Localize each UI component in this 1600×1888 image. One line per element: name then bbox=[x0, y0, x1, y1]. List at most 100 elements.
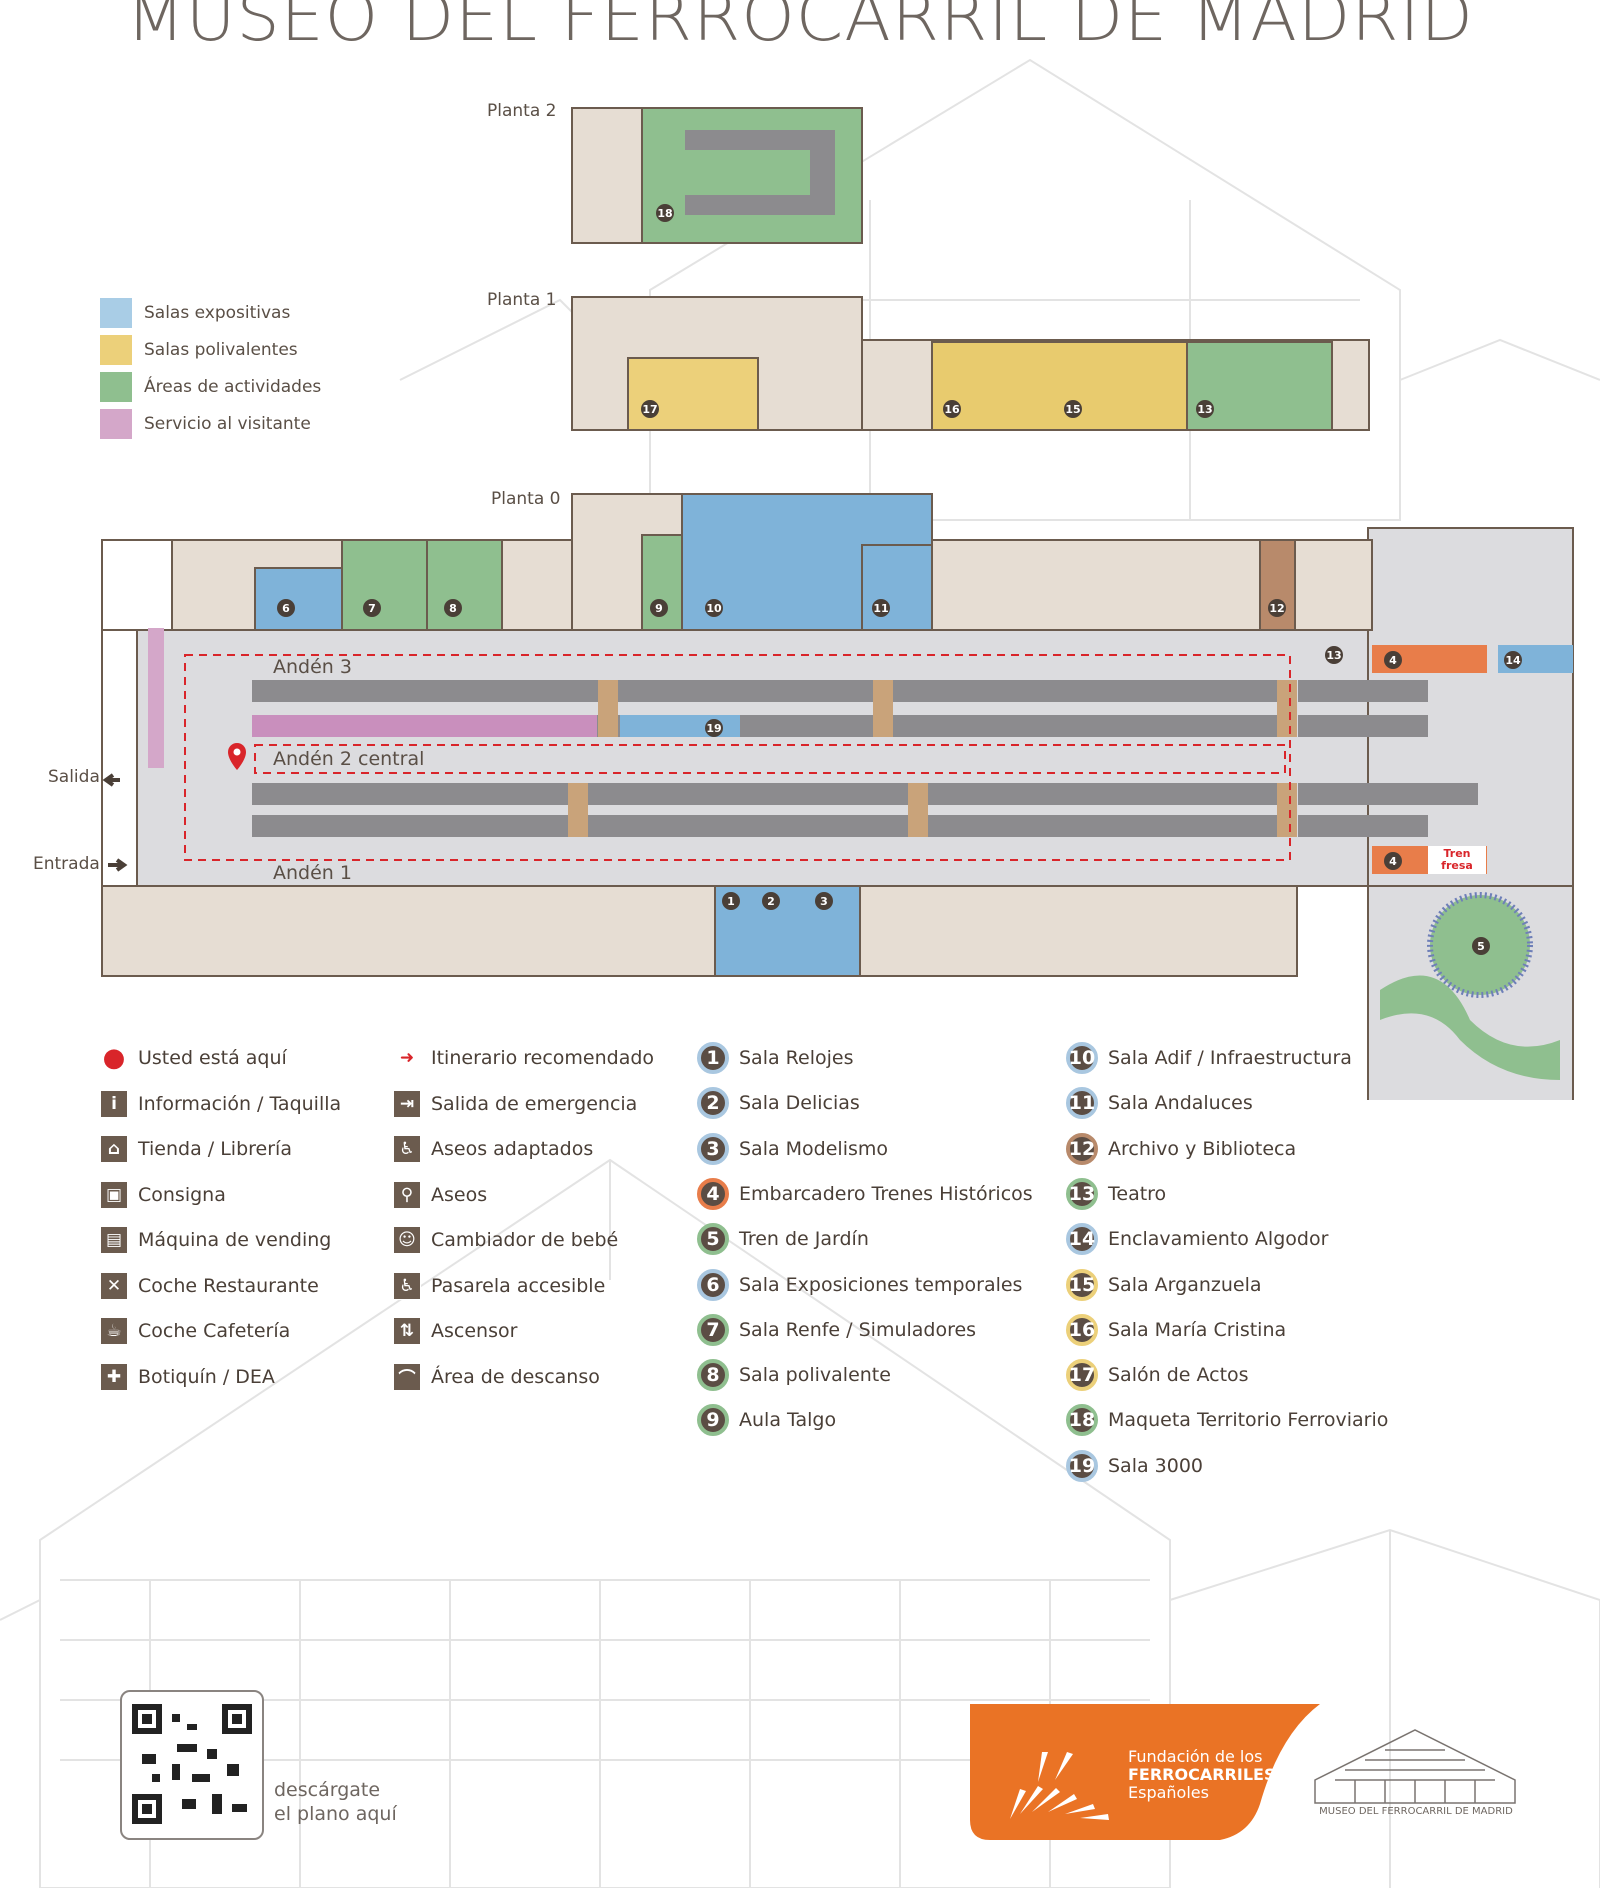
map-room-badge-1[interactable]: 1 bbox=[722, 892, 740, 910]
qr-code-icon bbox=[132, 1704, 252, 1824]
room-number-badge: 3 bbox=[697, 1132, 729, 1165]
service-legend-item: ⇥Salida de emergencia bbox=[393, 1089, 638, 1118]
map-room-badge-5[interactable]: 5 bbox=[1472, 937, 1490, 955]
entry-arrow-icon bbox=[108, 858, 128, 872]
room-label: Sala Andaluces bbox=[1108, 1092, 1253, 1115]
room-label: Salón de Actos bbox=[1108, 1364, 1249, 1387]
room-label: Aula Talgo bbox=[739, 1409, 837, 1432]
service-strip bbox=[148, 628, 164, 768]
map-room-badge-4[interactable]: 4 bbox=[1384, 852, 1402, 870]
floor-label-1: Planta 1 bbox=[487, 290, 557, 310]
map-room-badge-11[interactable]: 11 bbox=[872, 599, 890, 617]
map-room-badge-13[interactable]: 13 bbox=[1325, 646, 1343, 664]
map-room-badge-6[interactable]: 6 bbox=[277, 599, 295, 617]
category-swatch bbox=[100, 409, 132, 439]
service-label: Información / Taquilla bbox=[138, 1092, 342, 1115]
room-number-badge: 5 bbox=[697, 1223, 729, 1256]
room-number-badge: 8 bbox=[697, 1359, 729, 1392]
service-legend-item: ⚲Aseos bbox=[393, 1180, 487, 1209]
service-label: Cambiador de bebé bbox=[431, 1229, 619, 1251]
page-title: MUSEO DEL FERROCARRIL DE MADRID bbox=[126, 0, 1474, 57]
map-room-badge-14[interactable]: 14 bbox=[1504, 651, 1522, 669]
map-room-badge-10[interactable]: 10 bbox=[705, 599, 723, 617]
room-label: Archivo y Biblioteca bbox=[1108, 1137, 1297, 1160]
floor-plan bbox=[101, 107, 1574, 1100]
qr-code-box[interactable] bbox=[120, 1690, 264, 1840]
service-label: Usted está aquí bbox=[138, 1047, 287, 1069]
service-legend-item: ♿Aseos adaptados bbox=[393, 1135, 593, 1163]
map-room-badge-18[interactable]: 18 bbox=[656, 204, 674, 222]
locker-icon: ▣ bbox=[100, 1180, 128, 1209]
service-legend-item: ⇅Ascensor bbox=[393, 1317, 517, 1345]
category-swatch bbox=[100, 335, 132, 365]
map-room-badge-7[interactable]: 7 bbox=[363, 599, 381, 617]
tren-fresa-line1: Tren bbox=[1443, 847, 1471, 860]
room-label: Sala Arganzuela bbox=[1108, 1273, 1262, 1296]
room-label: Sala Exposiciones temporales bbox=[739, 1273, 1023, 1296]
room-number-badge: 11 bbox=[1066, 1087, 1098, 1120]
service-legend-item: ✚Botiquín / DEA bbox=[100, 1362, 275, 1391]
map-room-badge-8[interactable]: 8 bbox=[444, 599, 462, 617]
category-label: Servicio al visitante bbox=[144, 414, 311, 434]
service-legend-item: ➜Itinerario recomendado bbox=[393, 1044, 654, 1072]
map-room-badge-19[interactable]: 19 bbox=[705, 719, 723, 737]
room-label: Sala María Cristina bbox=[1108, 1318, 1287, 1341]
map-room-badge-2[interactable]: 2 bbox=[762, 892, 780, 910]
service-label: Aseos adaptados bbox=[431, 1138, 594, 1160]
service-legend-item: ▤Máquina de vending bbox=[100, 1226, 331, 1254]
room-legend-item: 10 Sala Adif / Infraestructura bbox=[1066, 1042, 1352, 1074]
map-room-badge-12[interactable]: 12 bbox=[1268, 599, 1286, 617]
category-swatch bbox=[100, 298, 132, 328]
baby-change-icon: ☺ bbox=[393, 1226, 421, 1254]
service-label: Botiquín / DEA bbox=[138, 1365, 275, 1388]
map-room-badge-13[interactable]: 13 bbox=[1196, 400, 1214, 418]
room-16-15 bbox=[931, 341, 1188, 431]
wheelchair-icon: ♿ bbox=[393, 1271, 421, 1300]
room-number-badge: 10 bbox=[1066, 1042, 1098, 1074]
map-room-badge-15[interactable]: 15 bbox=[1064, 400, 1082, 418]
map-room-badge-9[interactable]: 9 bbox=[650, 599, 668, 617]
foundation-line1: Fundación de los bbox=[1128, 1747, 1263, 1766]
room-7 bbox=[341, 539, 428, 631]
service-label: Consigna bbox=[138, 1183, 226, 1206]
map-room-badge-4[interactable]: 4 bbox=[1384, 651, 1402, 669]
category-label: Salas polivalentes bbox=[144, 340, 298, 360]
map-room-badge-3[interactable]: 3 bbox=[815, 892, 833, 910]
room-label: Sala Adif / Infraestructura bbox=[1108, 1047, 1352, 1069]
service-label: Salida de emergencia bbox=[431, 1092, 638, 1115]
service-label: Máquina de vending bbox=[138, 1229, 332, 1251]
platform-label-3: Andén 3 bbox=[273, 656, 352, 678]
floor-label-0: Planta 0 bbox=[491, 489, 561, 509]
museum-logo-text: MUSEO DEL FERROCARRIL DE MADRID bbox=[1319, 1806, 1513, 1817]
you-are-here-pin bbox=[228, 743, 246, 770]
category-item: Salas expositivas bbox=[100, 298, 290, 328]
map-room-badge-17[interactable]: 17 bbox=[641, 400, 659, 418]
room-legend-item: 5 Tren de Jardín bbox=[697, 1223, 869, 1256]
museum-logo bbox=[1314, 1729, 1516, 1804]
service-label: Coche Restaurante bbox=[138, 1274, 319, 1297]
qr-text-line1: descárgate bbox=[274, 1779, 381, 1801]
map-room-badge-16[interactable]: 16 bbox=[943, 400, 961, 418]
room-6 bbox=[254, 567, 343, 631]
room-legend-item: 6 Sala Exposiciones temporales bbox=[697, 1268, 1023, 1301]
service-label: Tienda / Librería bbox=[138, 1138, 292, 1160]
service-legend-item: ☕Coche Cafetería bbox=[100, 1317, 290, 1345]
qr-download-text: descárgate el plano aquí bbox=[274, 1778, 397, 1826]
room-number-badge: 6 bbox=[697, 1268, 729, 1301]
service-legend-item: ☺ Cambiador de bebé bbox=[393, 1226, 618, 1254]
room-label: Tren de Jardín bbox=[739, 1228, 869, 1251]
category-label: Salas expositivas bbox=[144, 303, 291, 323]
room-label: Enclavamiento Algodor bbox=[1108, 1228, 1329, 1251]
room-8 bbox=[426, 539, 503, 631]
room-number-badge: 7 bbox=[697, 1313, 729, 1346]
